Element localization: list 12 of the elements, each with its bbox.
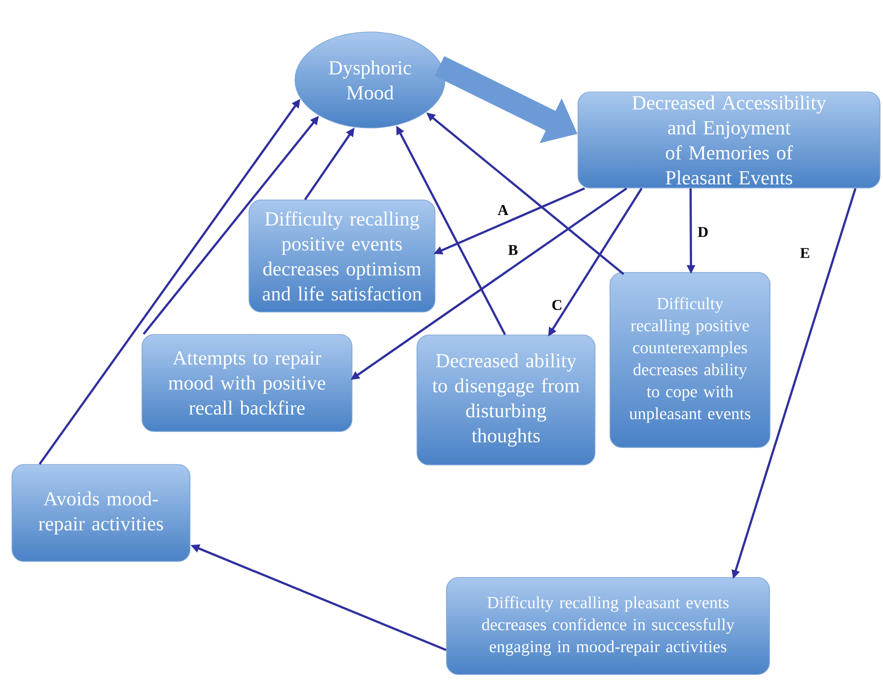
edge-label: D	[696, 226, 710, 238]
process-box: Attempts to repair mood with positive recall backfire	[142, 334, 352, 432]
edge-label: E	[799, 247, 811, 259]
process-box: Decreased ability to disengage from disturbing thoughts	[416, 334, 596, 466]
process-box: Difficulty recalling positive counterexamples decreases ability to cope with unpleasant events	[610, 272, 770, 448]
edge-label: B	[507, 244, 519, 256]
edge-label: C	[550, 298, 564, 312]
process-box: Avoids mood-repair activities	[12, 464, 190, 562]
process-box: Difficulty recalling pleasant events decreases confidence in successfully engaging in mood-repair activities	[446, 577, 770, 675]
process-box: Difficulty recalling positive events decreases optimism and life satisfaction	[248, 200, 436, 312]
edge-label: A	[496, 204, 510, 216]
process-box: Decreased Accessibility and Enjoyment of Memories of Pleasant Events	[578, 92, 880, 188]
